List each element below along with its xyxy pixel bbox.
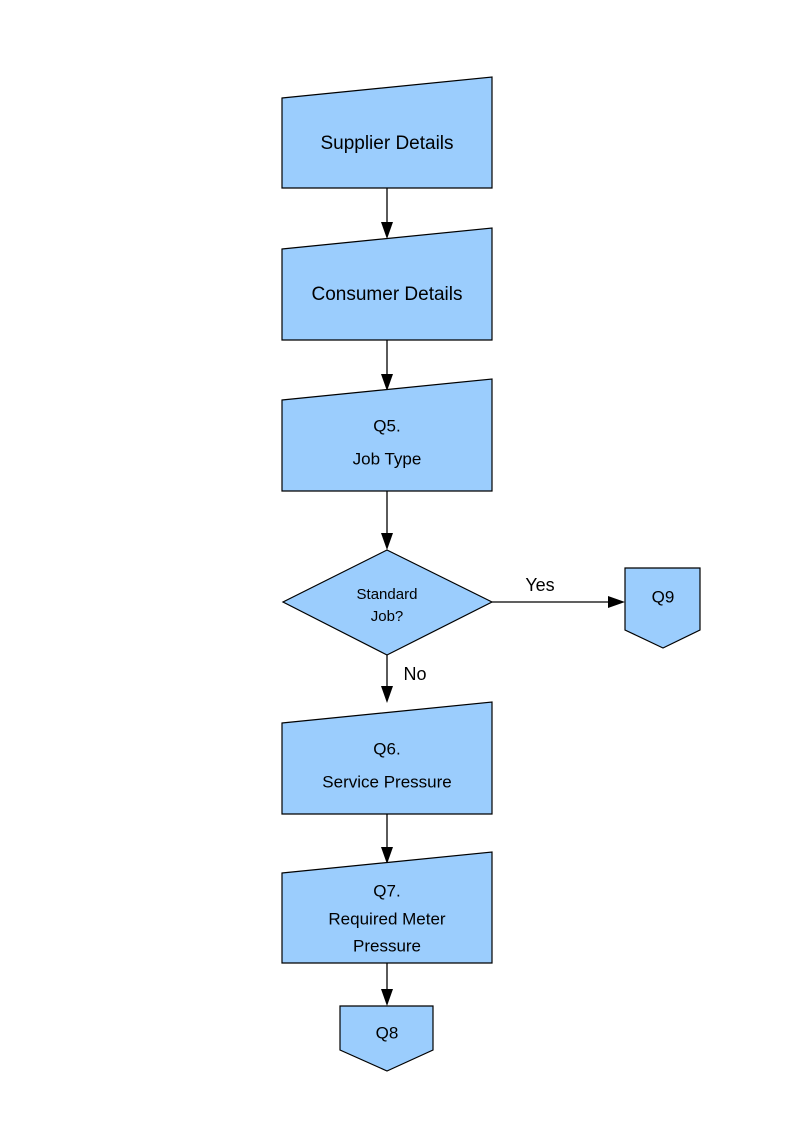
arrow-head-icon: [381, 989, 393, 1006]
node-label-q7-line1: Q7.: [373, 881, 400, 900]
pentagon-down-shape: [339, 1005, 434, 1072]
node-label-q9: Q9: [652, 587, 675, 606]
slanted-top-box-shape: [281, 76, 493, 189]
edge-decision-to-q9: Yes: [492, 575, 625, 608]
node-label-consumer-details: Consumer Details: [312, 284, 463, 305]
slanted-top-box-shape: [281, 227, 493, 341]
node-label-q8: Q8: [376, 1023, 399, 1042]
slanted-top-box-shape: [281, 378, 493, 492]
node-q8-terminator[interactable]: Q8: [339, 1005, 434, 1072]
node-label-q5-line2: Job Type: [353, 449, 422, 468]
node-label-q7-line3: Pressure: [353, 936, 421, 955]
node-q5-job-type[interactable]: Q5. Job Type: [281, 378, 493, 492]
node-label-q7-line2: Required Meter: [328, 909, 446, 928]
edge-q7-to-q8: [381, 963, 393, 1006]
arrow-head-icon: [381, 533, 393, 550]
edge-q6-to-q7: [381, 814, 393, 864]
arrow-head-icon: [381, 847, 393, 864]
edge-supplier-to-consumer: [381, 188, 393, 239]
node-q9-terminator[interactable]: Q9: [624, 567, 701, 649]
arrow-head-icon: [608, 596, 625, 608]
slanted-top-box-shape: [281, 851, 493, 964]
edge-label-yes: Yes: [525, 575, 554, 595]
node-label-q5-line1: Q5.: [373, 416, 400, 435]
node-q6-service-pressure[interactable]: Q6. Service Pressure: [281, 701, 493, 815]
pentagon-down-shape: [624, 567, 701, 649]
node-consumer-details[interactable]: Consumer Details: [281, 227, 493, 341]
edge-decision-to-q6: No: [381, 655, 427, 703]
node-q7-required-meter-pressure[interactable]: Q7. Required Meter Pressure: [281, 851, 493, 964]
node-label-decision-line1: Standard: [357, 586, 418, 603]
node-label-q6-line1: Q6.: [373, 739, 400, 758]
node-label-q6-line2: Service Pressure: [322, 772, 451, 791]
edge-label-no: No: [403, 664, 426, 684]
node-label-supplier-details: Supplier Details: [320, 133, 453, 154]
node-label-decision-line2: Job?: [371, 608, 404, 625]
edge-consumer-to-q5: [381, 340, 393, 391]
arrow-head-icon: [381, 222, 393, 239]
node-standard-job-decision[interactable]: Standard Job?: [281, 549, 494, 656]
node-supplier-details[interactable]: Supplier Details: [281, 76, 493, 189]
slanted-top-box-shape: [281, 701, 493, 815]
arrow-head-icon: [381, 374, 393, 391]
edge-q5-to-decision: [381, 491, 393, 550]
arrow-head-icon: [381, 686, 393, 703]
